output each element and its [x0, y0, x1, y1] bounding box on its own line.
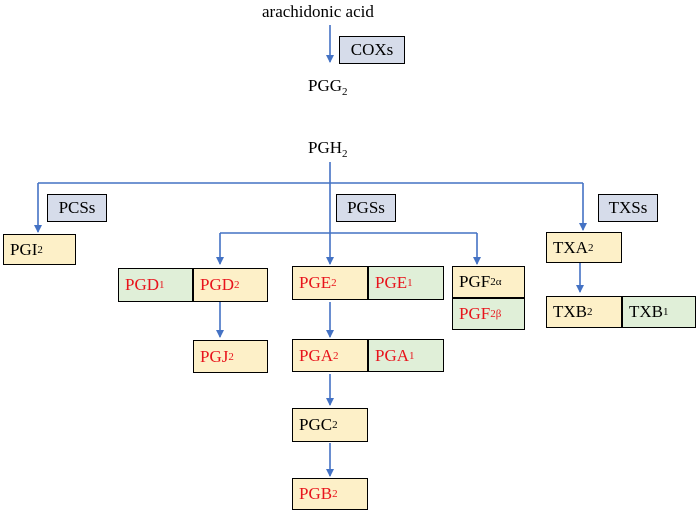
- node-pgd2-base: PGD: [200, 275, 235, 294]
- node-pge2-base: PGE: [299, 273, 332, 292]
- node-pgf2b-base: PGF: [459, 304, 491, 323]
- enzyme-coxs-label: COXs: [350, 40, 394, 59]
- node-pge1-base: PGE: [375, 273, 408, 292]
- enzyme-pgss-label: PGSs: [347, 198, 385, 217]
- node-pgb2-base: PGB: [299, 484, 333, 503]
- enzyme-coxs: COXs: [339, 36, 405, 64]
- node-pgf2a-base: PGF: [459, 272, 491, 291]
- enzyme-txss-label: TXSs: [608, 198, 648, 217]
- enzyme-pgss: PGSs: [336, 194, 396, 222]
- node-pgd1-base: PGD: [125, 275, 160, 294]
- node-pgh2-base: PGH: [308, 138, 343, 157]
- node-pga2-base: PGA: [299, 345, 334, 365]
- arachidonic-acid-label: arachidonic acid: [262, 2, 374, 21]
- node-pgh2: PGH2: [308, 138, 348, 160]
- node-txb2-base: TXB: [553, 302, 587, 321]
- node-pgc2-base: PGC: [299, 415, 333, 434]
- enzyme-pcss-label: PCSs: [58, 198, 96, 217]
- node-pgi2-base: PGI: [10, 239, 38, 259]
- enzyme-txss: TXSs: [598, 194, 658, 222]
- node-pgh2-sub: 2: [342, 148, 348, 160]
- node-pga1-base: PGA: [375, 345, 410, 365]
- node-pgg2-base: PGG: [308, 76, 343, 95]
- node-pgj2-base: PGJ: [200, 346, 229, 366]
- node-pgg2-sub: 2: [342, 86, 348, 98]
- node-txb1-base: TXB: [629, 302, 663, 321]
- enzyme-pcss: PCSs: [47, 194, 107, 222]
- node-pgg2: PGG2: [308, 76, 348, 98]
- node-txa2-base: TXA: [553, 237, 588, 257]
